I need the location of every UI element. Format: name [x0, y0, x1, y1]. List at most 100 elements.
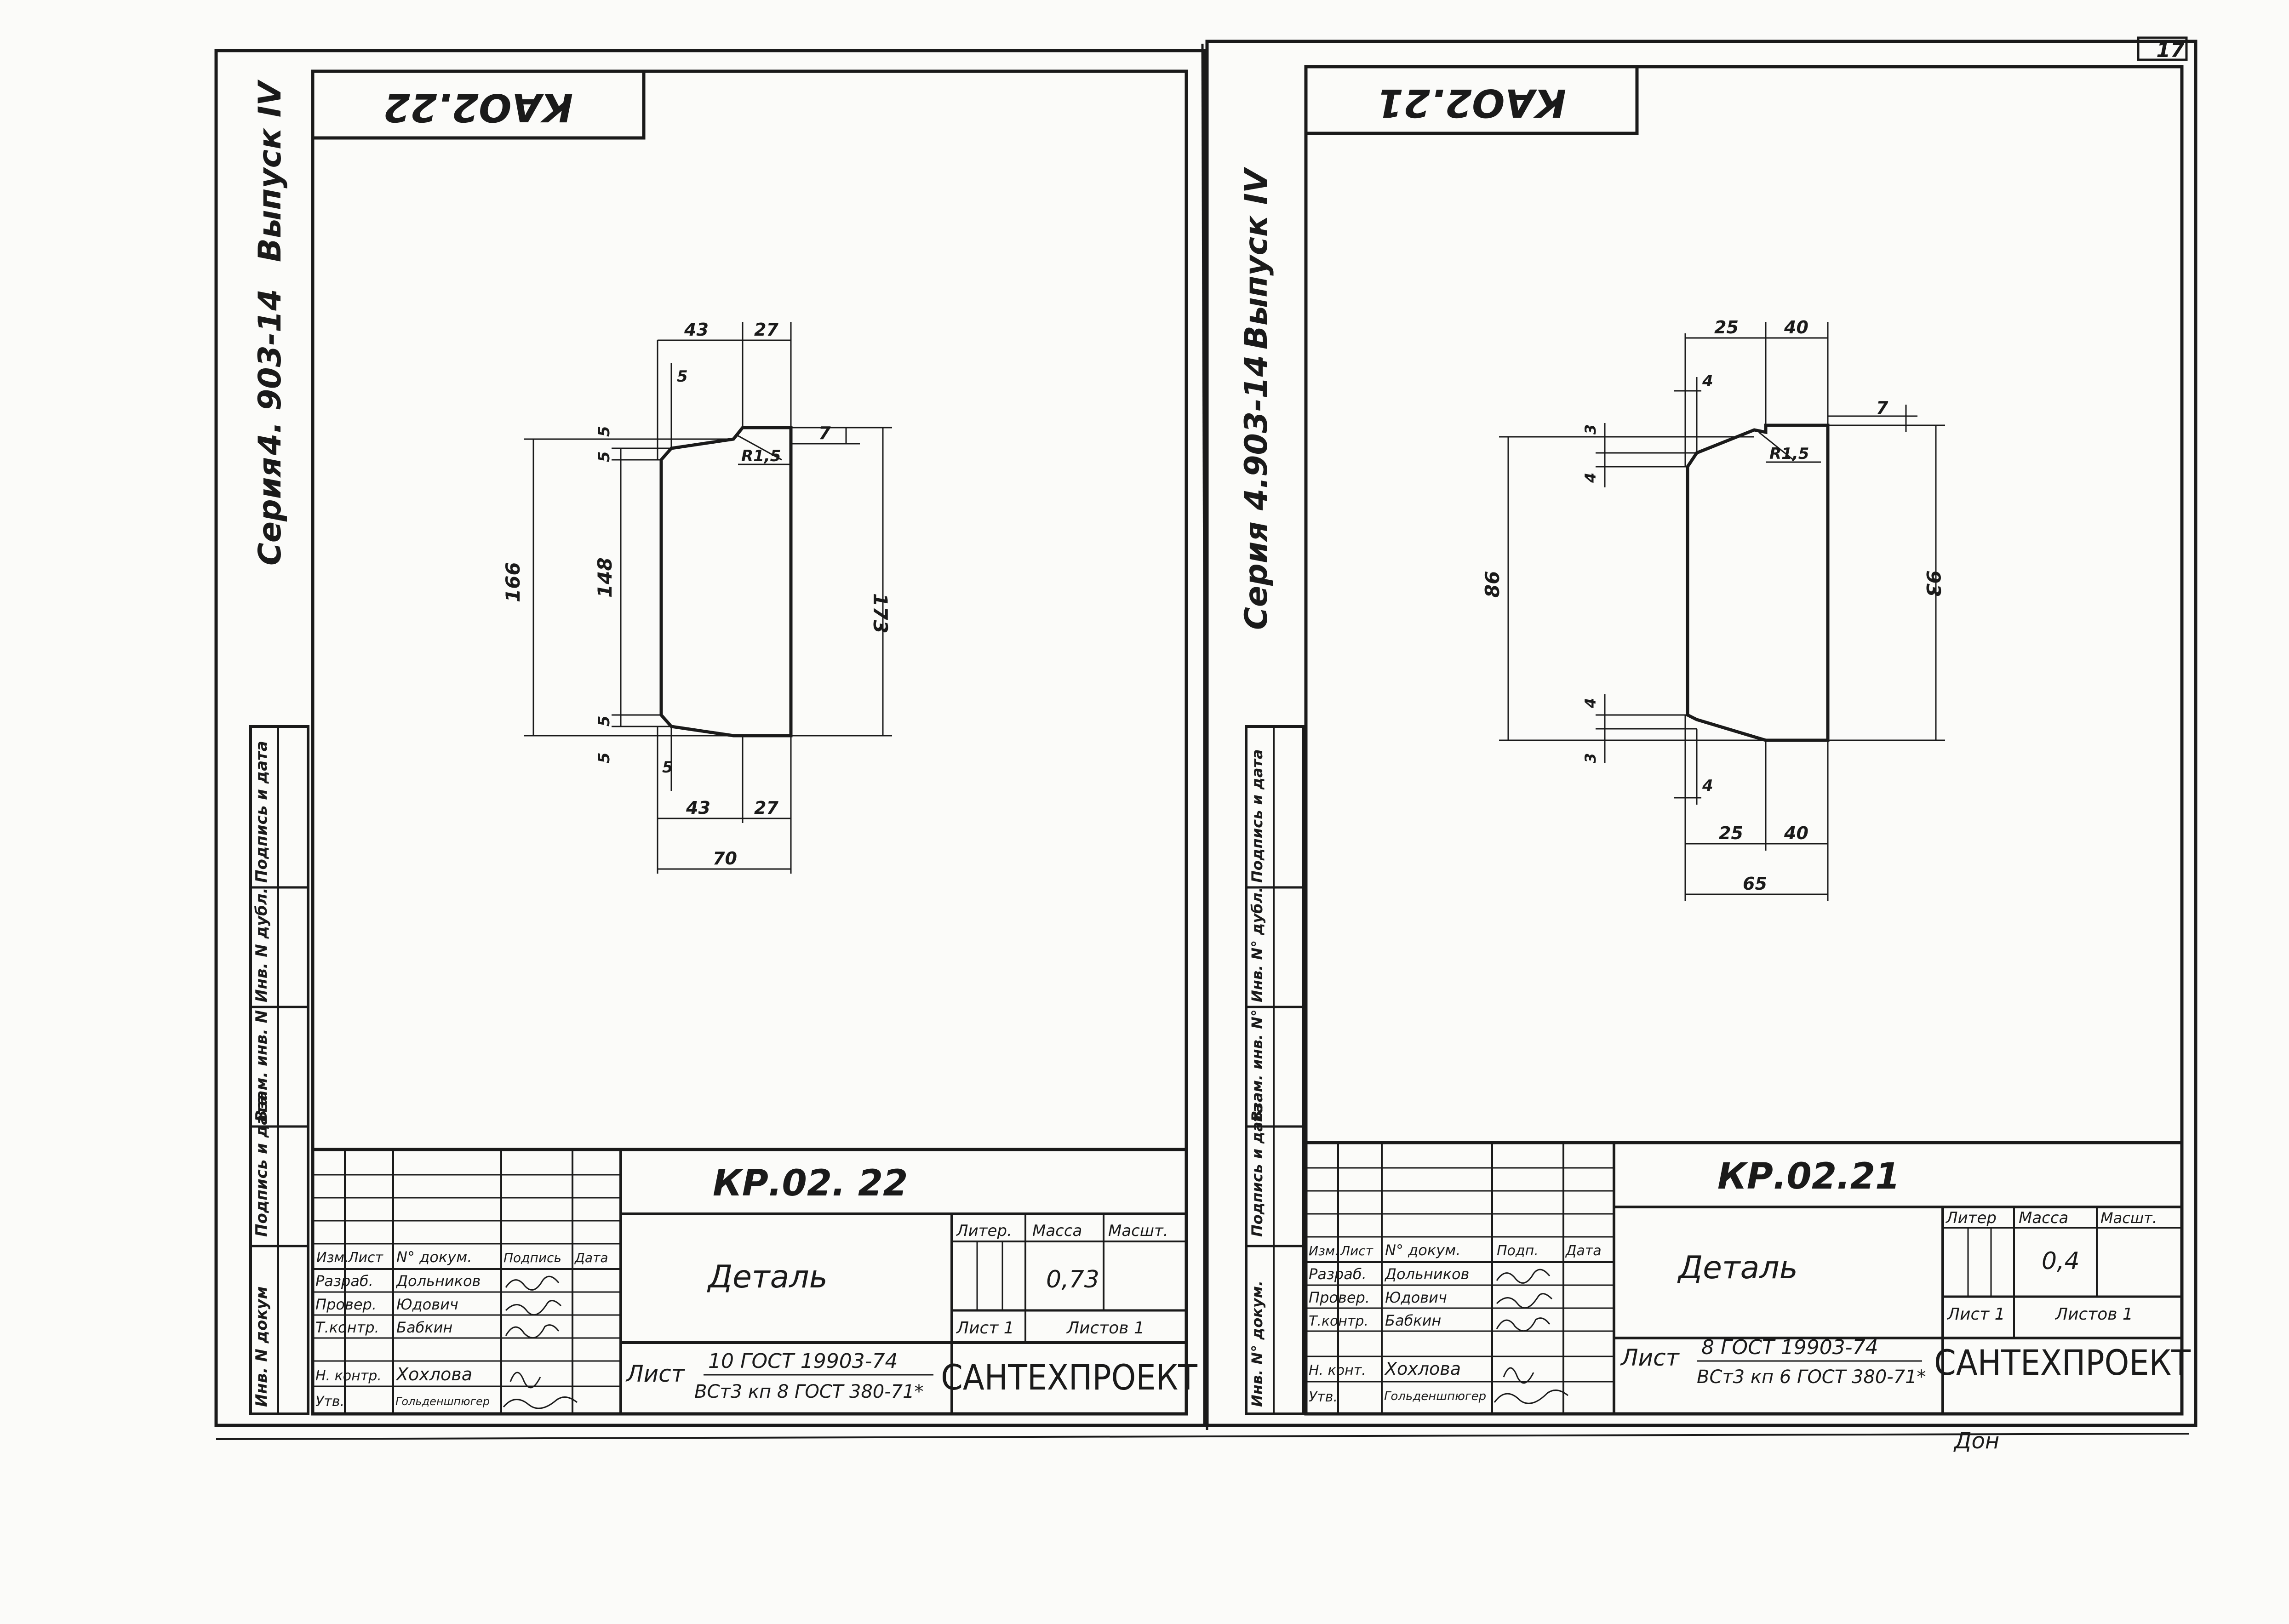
- right-name-2: Юдович: [1385, 1289, 1447, 1306]
- page-number-box: [2137, 36, 2188, 61]
- right-dim-top-a: 25: [1714, 317, 1739, 337]
- signature-7: [1496, 1293, 1553, 1309]
- left-dim-overall-right: 173: [869, 593, 892, 634]
- left-material-top: 10 ГОСТ 19903-74: [708, 1350, 898, 1373]
- right-dim-overall-right: 93: [1922, 570, 1945, 597]
- right-material-bottom: ВСт3 кп 6 ГОСТ 380-71*: [1697, 1367, 1926, 1388]
- right-name-3: Бабкин: [1385, 1312, 1441, 1329]
- left-material-prefix: Лист: [625, 1361, 686, 1387]
- right-name-4: Хохлова: [1384, 1359, 1461, 1379]
- left-designation: КР.02. 22: [713, 1163, 908, 1204]
- right-dim-radius: R1,5: [1769, 445, 1809, 463]
- right-corner-code-box: [1304, 65, 1639, 135]
- right-liter-label: Литер: [1945, 1209, 1997, 1227]
- right-mass-label: Масса: [2019, 1209, 2068, 1227]
- right-name-1: Дольников: [1384, 1265, 1469, 1283]
- signature-1: [505, 1275, 560, 1291]
- right-sheet: КАО2.21 Серия 4.903-14 Выпуск IV Инв. N°…: [1238, 65, 2191, 1416]
- page-number: 17: [2156, 39, 2185, 62]
- left-dim-top-a: 43: [684, 320, 709, 340]
- right-detail-outline: [1686, 423, 1830, 742]
- right-col-4: Инв. N° дубл.: [1248, 887, 1266, 1002]
- signature-4: [509, 1372, 541, 1389]
- right-hdr-sign: Подп.: [1497, 1243, 1539, 1259]
- right-hdr-doc: N° докум.: [1385, 1241, 1460, 1259]
- left-col-2: Подпись и дата: [252, 1095, 271, 1237]
- left-organization: САНТЕХПРОЕКТ: [941, 1357, 1198, 1398]
- left-dim-top-b: 27: [754, 320, 778, 340]
- left-hdr-izm: Изм.: [316, 1250, 349, 1266]
- signature-8: [1496, 1317, 1551, 1332]
- right-dim-small-1: 3: [1582, 424, 1599, 435]
- left-role-4: Н. контр.: [315, 1368, 382, 1384]
- right-sheet-border: [1205, 40, 2197, 1427]
- right-dim-small-3: 4: [1582, 698, 1599, 709]
- left-hdr-list: Лист: [348, 1250, 384, 1266]
- left-title-block: Изм. Лист N° докум. Подпись Дата Разраб.…: [313, 1148, 1198, 1414]
- signature-10: [1494, 1390, 1568, 1404]
- left-role-5: Утв.: [315, 1394, 344, 1410]
- right-col-3: Взам. инв. N°: [1248, 1009, 1266, 1122]
- left-role-2: Провер.: [315, 1296, 377, 1313]
- left-part-name: Деталь: [707, 1259, 828, 1295]
- left-dim-inner: 148: [594, 557, 616, 598]
- signature-3: [505, 1324, 560, 1338]
- left-hdr-doc: N° докум.: [396, 1248, 472, 1266]
- right-scale-label: Масшт.: [2100, 1209, 2157, 1227]
- right-role-4: Н. конт.: [1309, 1362, 1366, 1378]
- left-mass-value: 0,73: [1046, 1266, 1099, 1293]
- left-series-value: 4. 903-14: [252, 289, 288, 456]
- left-name-5: Гольденшпюгер: [395, 1395, 490, 1408]
- left-hdr-date: Дата: [574, 1250, 608, 1265]
- right-part-name: Деталь: [1677, 1250, 1798, 1286]
- left-corner-code-box: [311, 69, 646, 140]
- right-dim-bottom-b: 40: [1784, 823, 1808, 843]
- right-dim-bottom-total: 65: [1743, 874, 1767, 894]
- right-dim-top-b: 40: [1784, 317, 1808, 337]
- right-name-5: Гольденшпюгер: [1384, 1390, 1486, 1403]
- left-col-4: Инв. N дубл.: [252, 887, 271, 1002]
- left-liter-label: Литер.: [956, 1222, 1012, 1240]
- right-hdr-date: Дата: [1565, 1243, 1602, 1259]
- right-role-1: Разраб.: [1309, 1265, 1367, 1283]
- right-material-prefix: Лист: [1620, 1344, 1680, 1371]
- left-col-1: Инв. N докум: [252, 1287, 271, 1407]
- left-dim-small-3: 5: [595, 715, 613, 726]
- left-role-1: Разраб.: [315, 1272, 373, 1290]
- right-inner-frame: [1304, 65, 2184, 1416]
- right-role-3: Т.контр.: [1309, 1313, 1368, 1329]
- left-scale-label: Масшт.: [1108, 1222, 1168, 1240]
- left-mass-label: Масса: [1032, 1222, 1082, 1240]
- left-dim-top-gap: 5: [677, 367, 688, 386]
- signature-5: [503, 1396, 578, 1409]
- signature-9: [1503, 1367, 1534, 1384]
- left-name-2: Юдович: [396, 1296, 458, 1313]
- right-dim-bottom-a: 25: [1719, 823, 1743, 843]
- left-col-3: Взам. инв. N: [252, 1010, 271, 1122]
- right-role-2: Провер.: [1309, 1289, 1370, 1306]
- left-sheet-border: [214, 49, 1207, 1427]
- left-name-3: Бабкин: [396, 1319, 452, 1336]
- bottom-handwritten-mark: Дон: [1953, 1428, 1999, 1454]
- left-sheets-total: Листов 1: [1066, 1319, 1144, 1338]
- right-title-block: Изм. Лист N° докум. Подп. Дата Разраб. Д…: [1306, 1141, 2191, 1414]
- right-dim-small-2: 4: [1582, 473, 1599, 483]
- right-dim-right-small: 7: [1876, 398, 1888, 418]
- left-dim-small-4: 5: [595, 752, 613, 763]
- left-dim-bottom-b: 27: [754, 798, 778, 818]
- left-material-bottom: ВСт3 кп 8 ГОСТ 380-71*: [694, 1381, 924, 1402]
- left-sheet-label: Лист 1: [956, 1319, 1014, 1338]
- right-mass-value: 0,4: [2042, 1247, 2080, 1275]
- right-sheet-label: Лист 1: [1946, 1305, 2005, 1324]
- right-issue-label: Выпуск IV: [1238, 166, 1275, 349]
- left-col-5: Подпись и дата: [252, 741, 271, 883]
- left-corner-code: КАО2.22: [383, 85, 573, 130]
- left-detail-outline: [659, 426, 793, 738]
- right-hdr-list: Лист: [1340, 1243, 1373, 1258]
- left-dim-bottom-a: 43: [686, 798, 710, 818]
- left-dim-bottom-total: 70: [713, 848, 737, 869]
- right-designation: КР.02.21: [1717, 1156, 1900, 1197]
- right-side-columns: [1245, 725, 1305, 1415]
- left-name-1: Дольников: [395, 1272, 481, 1290]
